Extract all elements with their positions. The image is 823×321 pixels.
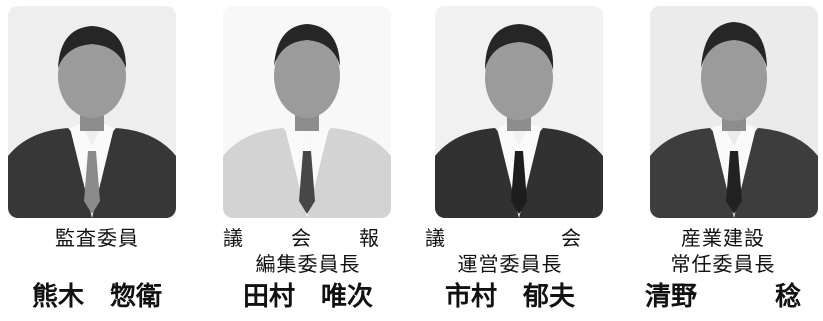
portrait-photo	[435, 6, 603, 218]
portrait-illustration	[650, 6, 818, 218]
member-name: 清野 稔	[644, 282, 801, 312]
portrait-photo	[650, 6, 818, 218]
member-card-1: 監査委員 熊木 惣衛	[2, 0, 192, 321]
member-role-line-1: 議 会 報	[223, 226, 393, 250]
portrait-photo	[8, 6, 176, 218]
member-role-line-1: 産業建設	[681, 226, 765, 250]
member-name: 熊木 惣衛	[31, 282, 162, 312]
portrait-photo	[223, 6, 391, 218]
member-card-4: 産業建設 常任委員長 清野 稔	[628, 0, 818, 321]
portrait-illustration	[435, 6, 603, 218]
member-card-3: 議 会 運営委員長 市村 郁夫	[415, 0, 605, 321]
member-role-line-2: 常任委員長	[670, 252, 776, 276]
member-card-2: 議 会 報 編集委員長 田村 唯次	[213, 0, 403, 321]
member-role-line-1: 議 会	[425, 226, 595, 250]
member-role-line-2: 運営委員長	[457, 252, 563, 276]
member-role-line-2: 編集委員長	[255, 252, 361, 276]
member-name: 市村 郁夫	[444, 282, 575, 312]
member-name: 田村 唯次	[242, 282, 373, 312]
portrait-illustration	[223, 6, 391, 218]
member-role-line-1: 監査委員	[55, 226, 139, 250]
portrait-illustration	[8, 6, 176, 218]
